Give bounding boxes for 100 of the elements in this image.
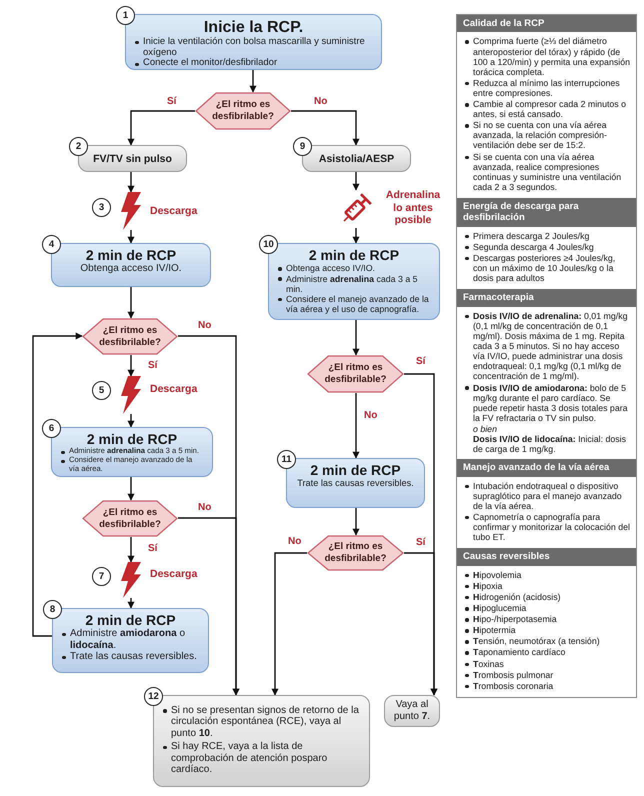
arrow [352,320,360,356]
decision-diamond [307,355,404,393]
lightning-bolt-icon [119,562,143,598]
note-text: Dosis IV/IO de lidocaína: Inicial: dosis de carga de 1 mg/kg. [472,434,628,454]
action-label: Descarga [150,568,198,581]
bullet-item: Capnometría o capnografía para confirmar y monitorizar la colocación del tubo ET. [464,512,631,542]
step-number: 7 [92,567,111,586]
arrow [128,110,195,146]
arrow [352,508,360,536]
step-number: 3 [92,198,111,217]
action-label: Descarga [150,205,198,218]
arrow [178,517,240,696]
bullet-item: Comprima fuerte (≥⅓ del diámetro anteroposterior del tórax) y rápido (de 100 a 120/min) y permita una expansión torácica completa. [464,36,631,77]
edge-label: No [196,502,214,513]
step-number: 10 [259,235,278,254]
box-title: 2 min de RCP [84,248,178,264]
bullet-item: Cambie al compresor cada 2 minutos o antes, si está cansado. [464,99,631,120]
box-title: 2 min de RCP [84,613,177,628]
step-number: 4 [42,235,61,254]
bullet-item: Hipoglucemia [464,603,631,614]
arrow [128,537,134,563]
edge-label: No [286,536,304,547]
bullet-item: Administre amiodarona o lidocaína. [61,628,200,652]
bullet-item: Considere el manejo avanzado de la vía aérea y el uso de capnografía. [277,294,431,314]
bullet-item: Trombosis pulmonar [464,670,631,680]
arrow [128,477,134,501]
bullet-item: Reduzca al mínimo las interrupciones entre compresiones. [464,78,631,98]
box-title: 2 min de RCP [309,463,402,478]
step-number: 5 [92,381,111,400]
arrow [128,355,134,377]
step-number: 2 [69,137,88,156]
edge-label: Sí [414,537,428,548]
bullet-item: Obtenga acceso IV/IO. [277,263,431,274]
bullet-item: Hipoxia [464,580,631,591]
section-header: Farmacoterapia [457,289,636,307]
bullet-item: Administre adrenalina cada 3 a 5 min. [277,274,431,294]
lightning-bolt-icon [119,376,143,414]
bullet-item: Primera descarga 2 Joules/kg [464,230,631,241]
arrow [272,552,307,696]
section-header: Causas reversibles [457,548,636,566]
bullet-item: Si no se cuenta con una vía aérea avanzada, la relación compresión-ventilación debe ser de 15:2. [464,120,631,151]
bullet-item: Si hay RCE, vaya a la lista de comprobación de atención posparo cardíaco. [162,741,361,776]
decision-diamond [82,318,178,355]
bullet-item: Si se cuenta con una vía aérea avanzada, realice compresiones continuas y suministre una ventilación cada 2 a 3 segundos. [464,152,631,192]
action-label: Adrenalina lo antes posible [384,189,442,227]
box-title: Asistolia/AESP [318,152,396,164]
bullet-item: Tensión, neumotórax (a tensión) [464,636,631,646]
arrow [404,552,438,696]
bullet-item: Hipovolemia [464,570,631,580]
edge-label: No [362,410,380,421]
bullet-item: Hidrogenión (acidosis) [464,592,631,602]
box-title: Inicie la RCP. [202,19,304,37]
arrow [32,332,83,637]
edge-label: No [312,96,330,107]
decision-diamond [195,92,291,130]
step-number: 12 [144,687,163,706]
arrow [128,414,134,428]
section-header: Calidad de la RCP [457,15,636,32]
bullet-item: Hipotermia [464,625,631,636]
bullet-item: Dosis IV/IO de adrenalina: 0,01 mg/kg (0,1 ml/kg de concentración de 0,1 mg/ml). Dosis máxima de 1 mg. Repita cada 3 a 5 minutos. Si no hay acceso vía IV/IO, puede administrar una dosis endotraqueal: 0,1 mg/kg (0,1 ml/kg de concentración de 1 mg/ml). [464,310,631,382]
bullet-item: Dosis IV/IO de amiodarona: bolo de 5 mg/kg durante el paro cardíaco. Se puede repetir hasta 3 dosis totales para la FV refractaria o TV sin pulso. [464,382,631,423]
edge-label: Sí [146,360,160,371]
arrow [352,393,360,459]
step-number: 8 [43,600,62,619]
step-number: 1 [116,6,135,25]
arrow [128,287,134,319]
step-number: 6 [42,419,61,438]
box-title: FV/TV sin pulso [92,152,173,164]
section-header: Energía de descarga para desfibrilación [457,198,636,227]
edge-label: Sí [414,356,428,367]
bullet-item: Hipo-/hiperpotasemia [464,614,631,624]
action-label: Descarga [150,383,198,396]
bullet-item: Conecte el monitor/desfibrilador [134,58,373,70]
box-text: Obtenga acceso IV/IO. [79,263,183,276]
bullet-item: Intubación endotraqueal o dispositivo supraglótico para el manejo avanzado de la vía aérea. [464,480,631,511]
box-text: Trate las causas reversibles. [296,478,415,490]
box-title: 2 min de RCP [86,432,178,448]
note-text: o bien [472,424,498,434]
bullet-item: Segunda descarga 4 Joules/kg [464,242,631,252]
bullet-item: Descargas posteriores ≥4 Joules/kg, con un máximo de 10 Joules/kg o la dosis para adultos [464,253,631,284]
box-title: 2 min de RCP [308,248,400,264]
step-number: 9 [293,137,312,156]
step-box [384,695,440,727]
arrow [250,70,256,93]
arrow [352,172,360,191]
bullet-item: Taponamiento cardíaco [464,647,631,658]
question-text: ¿El ritmo es desfibrilable? [324,540,388,566]
bullet-item: Toxinas [464,658,631,669]
question-text: ¿El ritmo es desfibrilable? [98,506,162,532]
decision-diamond [307,535,404,571]
arrow [128,172,134,193]
edge-label: No [196,320,214,331]
step-number: 11 [277,450,296,469]
decision-diamond [82,500,178,537]
edge-label: Sí [146,543,160,554]
question-text: ¿El ritmo es desfibrilable? [324,361,388,387]
edge-label: Sí [165,96,178,107]
question-text: ¿El ritmo es desfibrilable? [211,98,275,124]
arrow [291,110,360,146]
bullet-item: Trombosis coronaria [464,680,631,691]
